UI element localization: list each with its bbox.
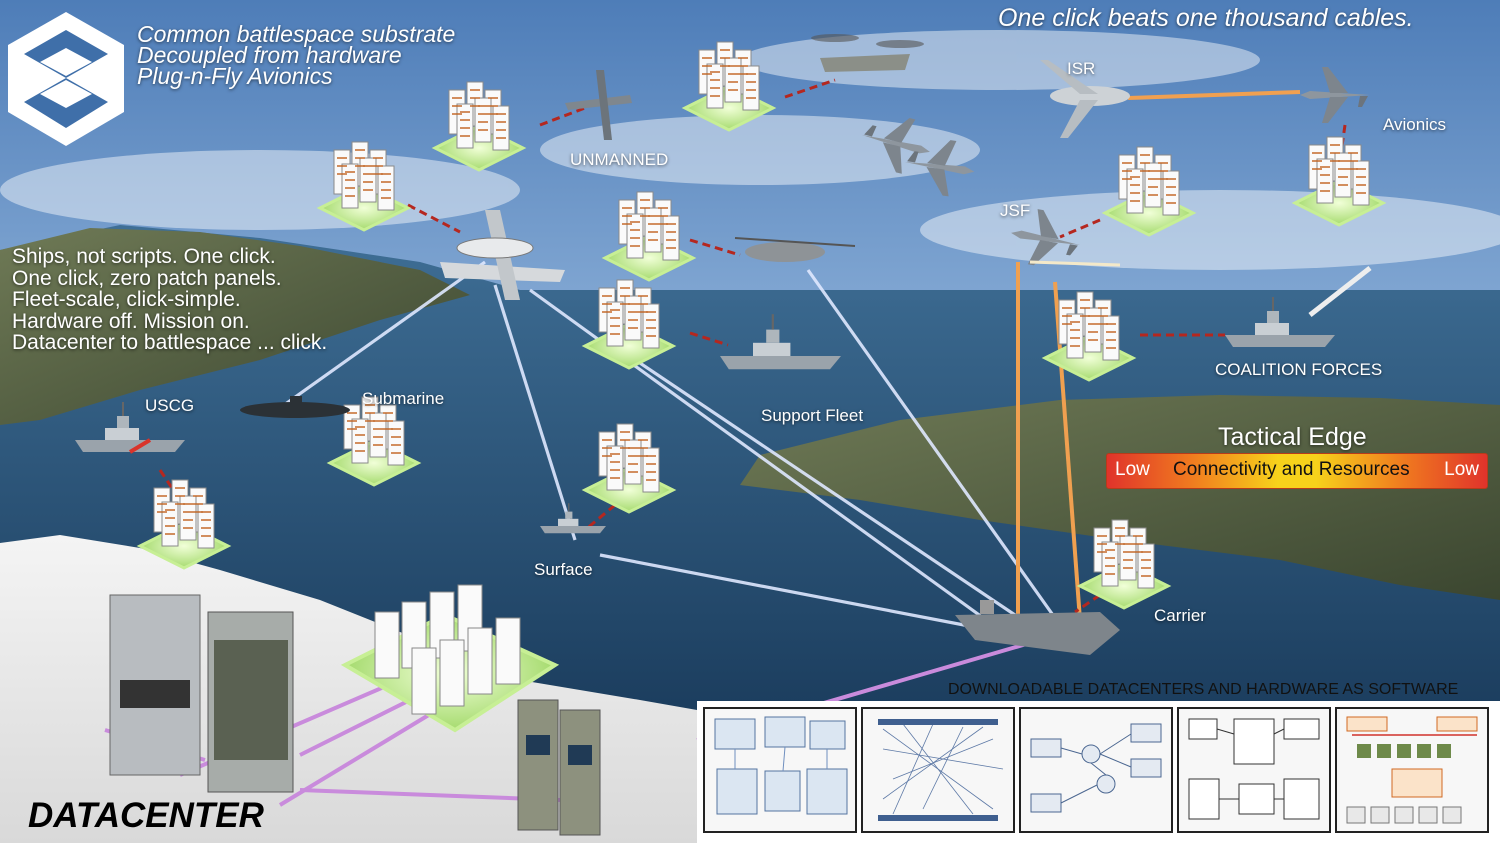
label-submarine: Submarine	[362, 389, 445, 408]
connectivity-gradient-bar: Low Connectivity and Resources Low	[1106, 453, 1488, 489]
slogans-block: Ships, not scripts. One click. One click…	[12, 246, 327, 354]
architecture-diagram-thumbnail	[1177, 707, 1331, 833]
slogan-line: Ships, not scripts. One click.	[12, 245, 276, 268]
submarine-icon	[240, 396, 350, 418]
coalition-ship-icon	[1224, 266, 1372, 348]
tiltrotor-icon	[811, 34, 924, 72]
label-support-fleet: Support Fleet	[761, 406, 864, 425]
tactical-edge-title: Tactical Edge	[1218, 423, 1367, 451]
bar-label-center: Connectivity and Resources	[1173, 459, 1410, 480]
carrier-icon	[955, 600, 1120, 655]
topology-diagram-icon	[1030, 723, 1162, 813]
architecture-panels	[697, 701, 1500, 843]
missile-trail	[1029, 260, 1121, 267]
block-diagram-icon	[1188, 718, 1320, 820]
label-datacenter: DATACENTER	[28, 796, 264, 835]
label-isr: ISR	[1067, 59, 1096, 78]
wiring-diagram-icon	[878, 719, 1004, 821]
datacenter-racks	[109, 594, 601, 836]
bar-label-left: Low	[1115, 459, 1150, 480]
label-avionics: Avionics	[1383, 115, 1446, 134]
slogan-line: Hardware off. Mission on.	[12, 309, 250, 333]
unmanned-drone-icon	[565, 70, 632, 140]
label-jsf: JSF	[1000, 201, 1031, 220]
tagline-block: Common battlespace substrate Decoupled f…	[137, 21, 456, 89]
architecture-diagram-thumbnail	[1019, 707, 1173, 833]
logo-icon	[8, 12, 124, 146]
architecture-diagram-thumbnail	[1335, 707, 1489, 833]
architecture-diagram-thumbnail	[861, 707, 1015, 833]
label-coalition-forces: COALITION FORCES	[1215, 360, 1383, 379]
label-surface: Surface	[534, 560, 593, 579]
network-diagram-icon	[714, 716, 848, 815]
slogan-line: Datacenter to battlespace ... click.	[12, 331, 328, 354]
left-coast	[0, 228, 470, 425]
helicopter-icon	[734, 237, 856, 262]
slogan-line: Fleet-scale, click-simple.	[12, 288, 241, 311]
awacs-aircraft-icon	[440, 210, 565, 300]
label-unmanned: UNMANNED	[570, 150, 669, 169]
datacenter-server-platform	[340, 584, 560, 733]
label-carrier: Carrier	[1154, 606, 1206, 625]
slogan-line: One click, zero patch panels.	[12, 266, 282, 290]
architecture-diagram-thumbnail	[703, 707, 857, 833]
bar-label-right: Low	[1444, 459, 1479, 480]
tagline-line: Decoupled from hardware	[137, 42, 402, 68]
isr-drone-icon	[1040, 60, 1130, 138]
panels-title: DOWNLOADABLE DATACENTERS AND HARDWARE AS…	[948, 681, 1459, 698]
tagline-line: Common battlespace substrate	[137, 21, 456, 47]
system-schematic-icon	[1346, 716, 1478, 824]
right-island	[740, 395, 1500, 600]
tagline-line: Plug-n-Fly Avionics	[137, 63, 333, 89]
uscg-cutter-icon	[74, 401, 186, 454]
label-uscg: USCG	[145, 396, 195, 415]
headline: One click beats one thousand cables.	[998, 4, 1414, 32]
